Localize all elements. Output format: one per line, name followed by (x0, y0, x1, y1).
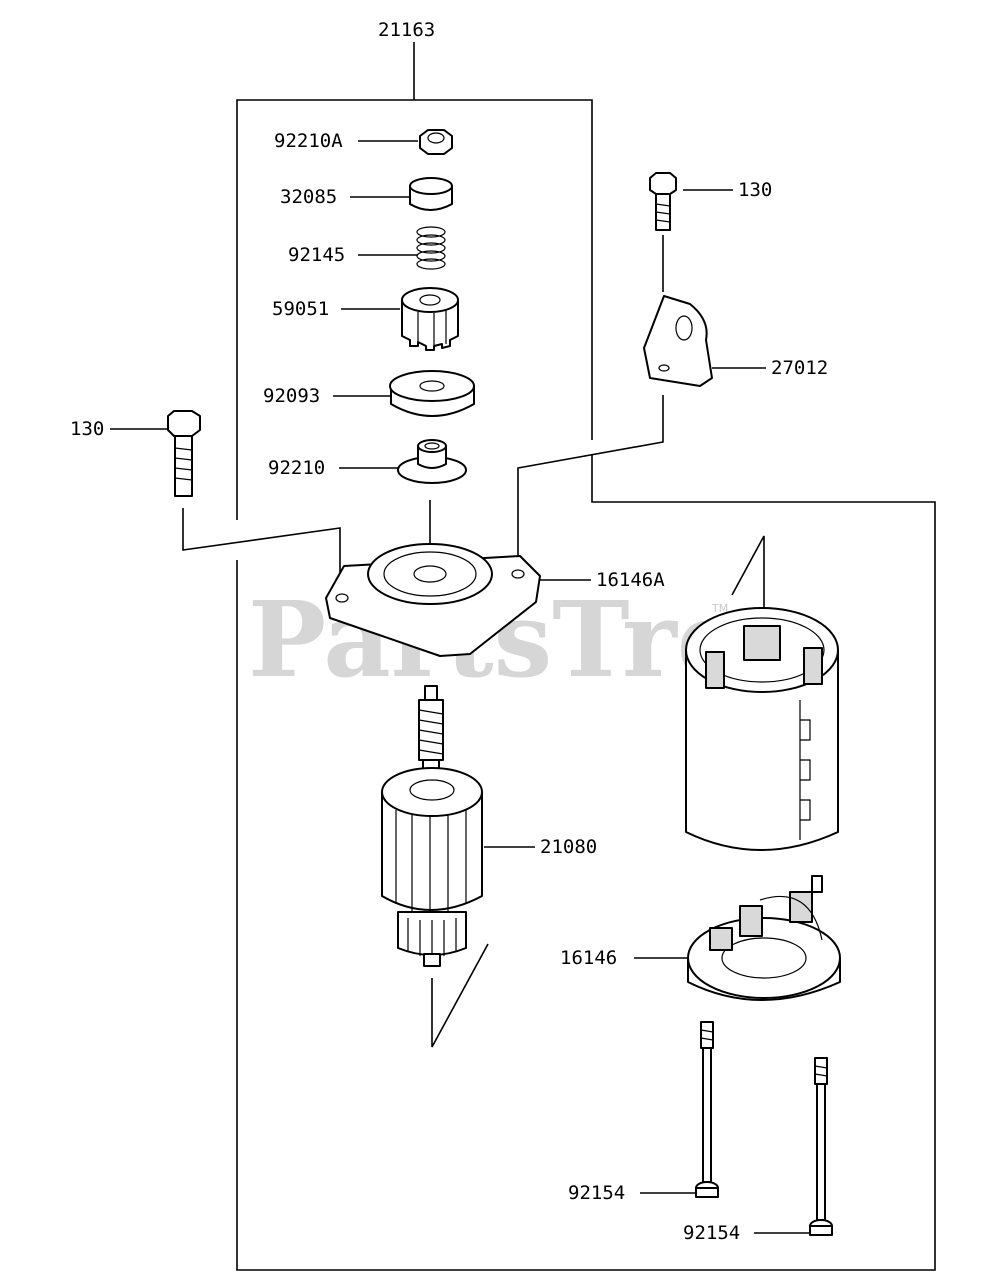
callout-59051: 59051 (272, 298, 329, 320)
bolt-130-right (649, 172, 677, 231)
callout-21163: 21163 (378, 19, 435, 41)
clutch-nut-92210 (397, 439, 467, 484)
callout-16146: 16146 (560, 947, 617, 969)
end-cap-16146A (325, 543, 541, 657)
leader-lines (110, 140, 812, 1234)
pinion-gear-59051 (401, 287, 459, 351)
callout-92093: 92093 (263, 385, 320, 407)
callout-92154-b: 92154 (683, 1222, 740, 1244)
watermark-trademark: TM (711, 602, 728, 615)
callout-32085: 32085 (280, 186, 337, 208)
cap-32085 (409, 177, 453, 211)
bolt-130-left (167, 410, 201, 497)
bracket-27012 (643, 295, 713, 387)
callout-21080: 21080 (540, 836, 597, 858)
callout-92154-a: 92154 (568, 1182, 625, 1204)
through-bolt-92154-b (809, 1057, 833, 1236)
spring-92145 (416, 226, 446, 270)
through-bolt-92154-a (695, 1021, 719, 1198)
callout-130-right: 130 (738, 179, 772, 201)
washer-92093 (389, 370, 475, 417)
callout-27012: 27012 (771, 357, 828, 379)
callout-16146A: 16146A (596, 569, 665, 591)
callout-92210: 92210 (268, 457, 325, 479)
assembly-boundary (236, 42, 936, 1271)
nut-92210A (419, 129, 453, 155)
motor-housing (685, 607, 839, 851)
brush-holder-16146 (687, 875, 841, 1001)
callout-92210A: 92210A (274, 130, 343, 152)
armature-21080 (381, 685, 483, 967)
callout-92145: 92145 (288, 244, 345, 266)
callout-130-left: 130 (70, 418, 104, 440)
